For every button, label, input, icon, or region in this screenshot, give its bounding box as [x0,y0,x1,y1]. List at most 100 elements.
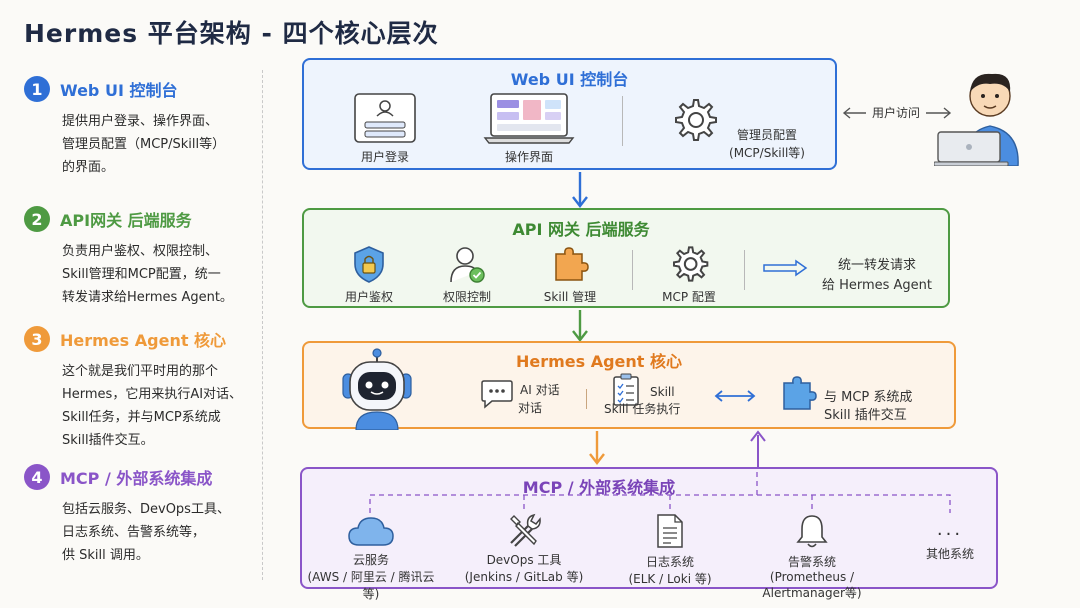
api-separator-2 [744,250,745,290]
tools-icon [510,513,541,547]
shield-lock-icon [354,246,384,283]
auth-label: 用户鉴权 [344,290,393,304]
step-title: MCP / 外部系统集成 [60,469,213,488]
step-description-line: 的界面。 [62,160,115,175]
layer-webui-title: Web UI 控制台 [510,70,629,89]
forward-arrow-icon [763,259,808,277]
webui-separator [622,96,623,146]
log-item: 日志系统 (ELK / Loki 等) [620,513,720,587]
step-header: 4 MCP / 外部系统集成 [24,462,256,492]
skill-mgmt-label: Skill 管理 [543,290,597,304]
robot-icon [342,348,412,430]
step-description-line: Hermes，它用来执行AI对话、 [62,387,243,402]
step-number-badge: 1 [24,76,50,102]
page-title: Hermes 平台架构 - 四个核心层次 [24,19,439,48]
flow-arrow-agent-mcp [589,431,605,465]
user-access-label: 用户访问 [872,106,921,120]
user-avatar-icon [934,73,1019,166]
layer-api-gateway: API 网关 后端服务 用户鉴权 权限控制 Skill 管理 [302,208,950,308]
laptop-ui-icon [483,93,575,144]
step-description: 提供用户登录、操作界面、管理员配置（MCP/Skill等）的界面。 [62,110,256,179]
gear-icon [675,99,717,141]
mcp-connector-lines [369,469,951,513]
ui-item: 操作界面 [482,92,576,165]
forward-line2: 给 Hermes Agent [821,278,933,293]
alert-sub-label: (Prometheus / Alertmanager等) [762,570,862,600]
bell-icon [796,515,828,548]
login-form-icon [354,93,416,143]
flow-arrow-mcp-agent [750,430,766,469]
login-label: 用户登录 [360,150,409,164]
step-description-line: Skill任务，并与MCP系统成 [62,410,221,425]
step-number-badge: 4 [24,464,50,490]
alert-label: 告警系统 [787,555,836,569]
chat-line1: AI 对话 [520,383,560,397]
layer-mcp: MCP / 外部系统集成 云服务 (AWS / 阿里云 / 腾讯云等) DevO… [300,467,998,601]
step-description-line: 转发请求给Hermes Agent。 [62,290,233,305]
permission-label: 权限控制 [442,290,491,304]
step-mcp-integration: 4 MCP / 外部系统集成包括云服务、DevOps工具、日志系统、告警系统等，供… [24,462,256,567]
agent-separator [586,389,587,409]
step-header: 1 Web UI 控制台 [24,74,256,104]
layer-webui: Web UI 控制台 用户登录 操作界面 管理员配 [302,58,837,170]
step-description: 这个就是我们平时用的那个 Hermes，它用来执行AI对话、 Skill任务，并与M… [62,360,256,452]
step-description-line: Skill管理和MCP配置，统一 [62,267,221,282]
devops-item: DevOps 工具 (Jenkins / GitLab 等) [462,513,586,585]
step-description-line: 管理员配置（MCP/Skill等） [62,137,226,152]
step-description-line: 包括云服务、DevOps工具、 [62,502,230,517]
devops-label: DevOps 工具 [486,553,562,567]
cloud-label: 云服务 [352,553,389,567]
ui-label: 操作界面 [504,150,553,164]
step-header: 3 Hermes Agent 核心 [24,324,256,354]
more-dots-icon: ... [936,519,964,540]
mcp-config-label: MCP 配置 [662,290,716,304]
step-title: Hermes Agent 核心 [60,331,227,350]
step-title: Web UI 控制台 [60,81,178,100]
mcp-interaction-text: 与 MCP 系统成 Skill 插件交互 [824,389,944,425]
layer-mcp-title: MCP / 外部系统集成 [522,478,676,497]
mcp-config-item: MCP 配置 [654,244,724,305]
cloud-icon [348,517,394,546]
step-description-line: 这个就是我们平时用的那个 [62,364,219,379]
step-title: API网关 后端服务 [60,211,192,230]
log-label: 日志系统 [645,555,694,569]
task-line1: Skill [650,385,675,399]
cloud-sub-label: (AWS / 阿里云 / 腾讯云等) [307,570,435,601]
cloud-item: 云服务 (AWS / 阿里云 / 腾讯云等) [306,515,436,602]
step-header: 2 API网关 后端服务 [24,204,256,234]
bidirectional-arrow-icon [714,390,756,402]
forward-line1: 统一转发请求 [837,258,916,273]
mcp-gear-icon [673,246,709,282]
login-item: 用户登录 [350,92,420,165]
puzzle-icon [555,247,589,281]
layer-api-title: API 网关 后端服务 [512,220,650,239]
log-sub-label: (ELK / Loki 等) [628,572,712,586]
alert-item: 告警系统 (Prometheus / Alertmanager等) [734,513,890,601]
admin-config-line1: 管理员配置 [736,128,797,142]
permission-item: 权限控制 [432,244,502,305]
forward-text: 统一转发请求 给 Hermes Agent [812,256,942,296]
other-label: 其他系统 [925,547,974,561]
flow-arrow-api-agent [572,310,588,342]
chat-line2: 对话 [518,401,543,415]
step-api-gateway: 2 API网关 后端服务负责用户鉴权、权限控制、 Skill管理和MCP配置，统一转… [24,204,256,309]
layer-agent-title: Hermes Agent 核心 [515,352,683,371]
admin-config-text: 管理员配置 (MCP/Skill等) [712,126,822,162]
chat-bubble-icon [481,380,513,409]
plugin-puzzle-icon [783,376,817,410]
step-number-badge: 2 [24,206,50,232]
mcp-interaction-line2: Skill 插件交互 [824,408,907,423]
step-number-badge: 3 [24,326,50,352]
api-separator-1 [632,250,633,290]
other-item: ... 其他系统 [912,519,988,562]
user-check-icon [450,247,485,283]
skill-mgmt-item: Skill 管理 [532,244,608,305]
step-description: 负责用户鉴权、权限控制、 Skill管理和MCP配置，统一转发请求给Hermes … [62,240,256,309]
task-line2: Skill 任务执行 [604,402,681,416]
step-description-line: 日志系统、告警系统等， [62,525,206,540]
step-description-line: 负责用户鉴权、权限控制、 [62,244,219,259]
step-description: 包括云服务、DevOps工具、日志系统、告警系统等，供 Skill 调用。 [62,498,256,567]
user-access-arrow [842,107,952,119]
document-icon [657,514,683,548]
